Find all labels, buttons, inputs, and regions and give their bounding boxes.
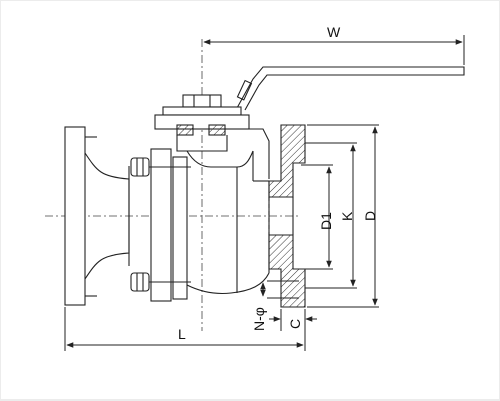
dim-l bbox=[64, 307, 306, 351]
left-flange bbox=[64, 126, 97, 306]
label-n-phi: N-φ bbox=[251, 307, 267, 331]
dim-vertical bbox=[301, 124, 379, 308]
right-flange-section bbox=[268, 124, 306, 308]
label-d: D bbox=[362, 211, 378, 221]
label-d1: D1 bbox=[318, 212, 334, 230]
bolted-joint bbox=[130, 148, 191, 302]
label-k: K bbox=[339, 211, 355, 221]
handle-lever bbox=[236, 66, 465, 111]
label-l: L bbox=[178, 326, 186, 342]
stem-assembly bbox=[154, 94, 250, 152]
left-body-neck bbox=[84, 152, 130, 280]
label-c: C bbox=[287, 319, 303, 329]
dim-c bbox=[269, 309, 317, 331]
label-w: W bbox=[327, 24, 341, 40]
dim-w bbox=[203, 35, 465, 65]
dim-n-phi bbox=[260, 280, 299, 299]
valve-body bbox=[186, 128, 270, 295]
